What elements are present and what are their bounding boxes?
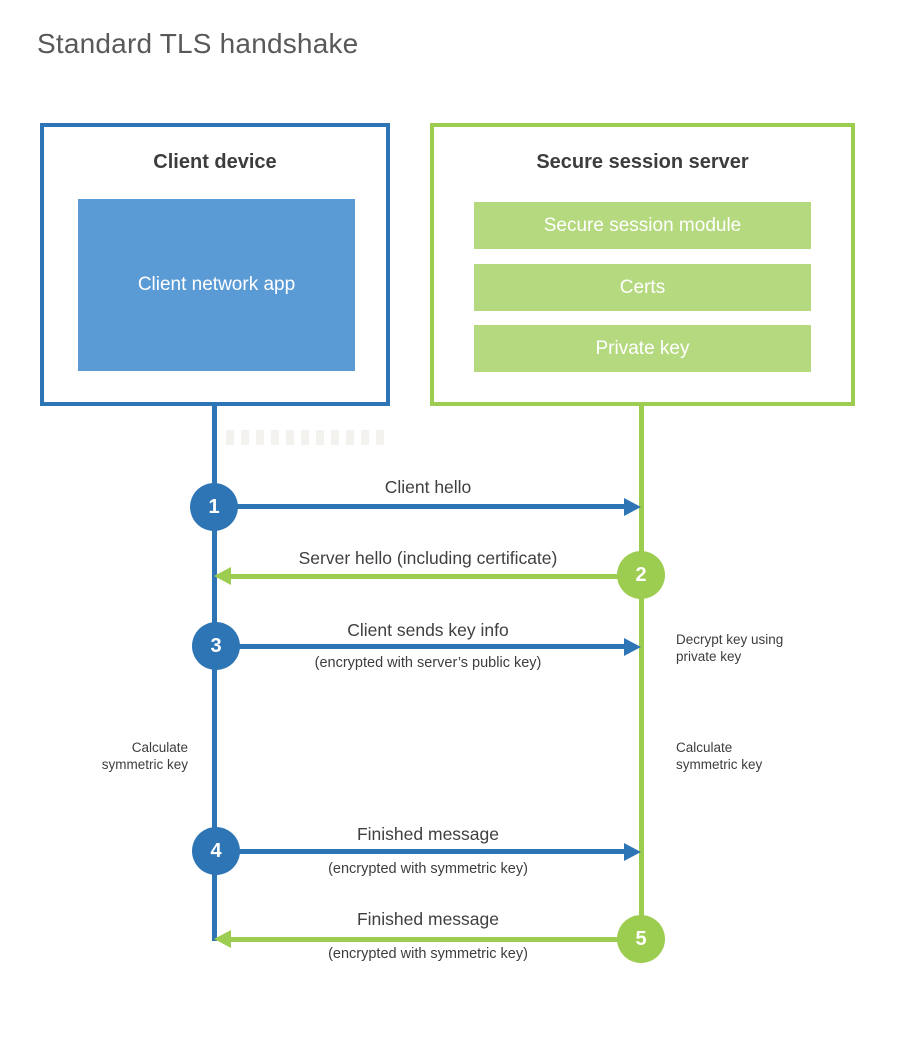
arrow-4-arrowhead-right-icon xyxy=(624,843,641,861)
server-module-certs: Certs xyxy=(474,264,811,311)
arrow-5-line xyxy=(229,937,641,942)
note-calculate-symmetric-key-client: Calculate symmetric key xyxy=(101,740,188,773)
note-decrypt-key: Decrypt key using private key xyxy=(676,632,784,665)
client-network-app: Client network app xyxy=(78,199,355,371)
arrow-2-line xyxy=(229,574,641,579)
server-module-secure-session-module: Secure session module xyxy=(474,202,811,249)
page-title: Standard TLS handshake xyxy=(37,28,359,59)
arrow-4-line xyxy=(216,849,626,854)
step-1-marker: 1 xyxy=(190,483,238,531)
secure-session-server-box: Secure session server Secure session mod… xyxy=(430,123,855,406)
arrow-4-sublabel: (encrypted with symmetric key) xyxy=(328,861,528,877)
secure-session-server-title: Secure session server xyxy=(536,151,749,173)
arrow-3-sublabel: (encrypted with server’s public key) xyxy=(314,655,542,671)
step-2-marker: 2 xyxy=(617,551,665,599)
step-5-marker: 5 xyxy=(617,915,665,963)
server-module-private-key: Private key xyxy=(474,325,811,372)
step-4-marker: 4 xyxy=(192,827,240,875)
arrow-3-arrowhead-right-icon xyxy=(624,638,641,656)
note-calculate-symmetric-key-server: Calculate symmetric key xyxy=(676,740,763,773)
arrow-5-arrowhead-left-icon xyxy=(214,930,231,948)
arrow-2-arrowhead-left-icon xyxy=(214,567,231,585)
step-3-marker: 3 xyxy=(192,622,240,670)
client-device-box: Client device Client network app xyxy=(40,123,390,406)
arrow-4-label: Finished message xyxy=(356,824,500,844)
arrow-1-arrowhead-right-icon xyxy=(624,498,641,516)
client-device-title: Client device xyxy=(153,151,277,173)
server-lifeline xyxy=(639,405,644,945)
arrow-3-label: Client sends key info xyxy=(347,620,509,640)
client-network-app-label: Client network app xyxy=(137,274,296,296)
arrow-3-line xyxy=(216,644,626,649)
client-lifeline xyxy=(212,405,217,941)
faint-artifact xyxy=(226,430,388,445)
arrow-5-label: Finished message xyxy=(356,909,500,929)
arrow-1-line xyxy=(214,504,626,509)
arrow-5-sublabel: (encrypted with symmetric key) xyxy=(328,946,528,962)
arrow-1-label: Client hello xyxy=(384,477,472,497)
arrow-2-label: Server hello (including certificate) xyxy=(298,548,558,568)
